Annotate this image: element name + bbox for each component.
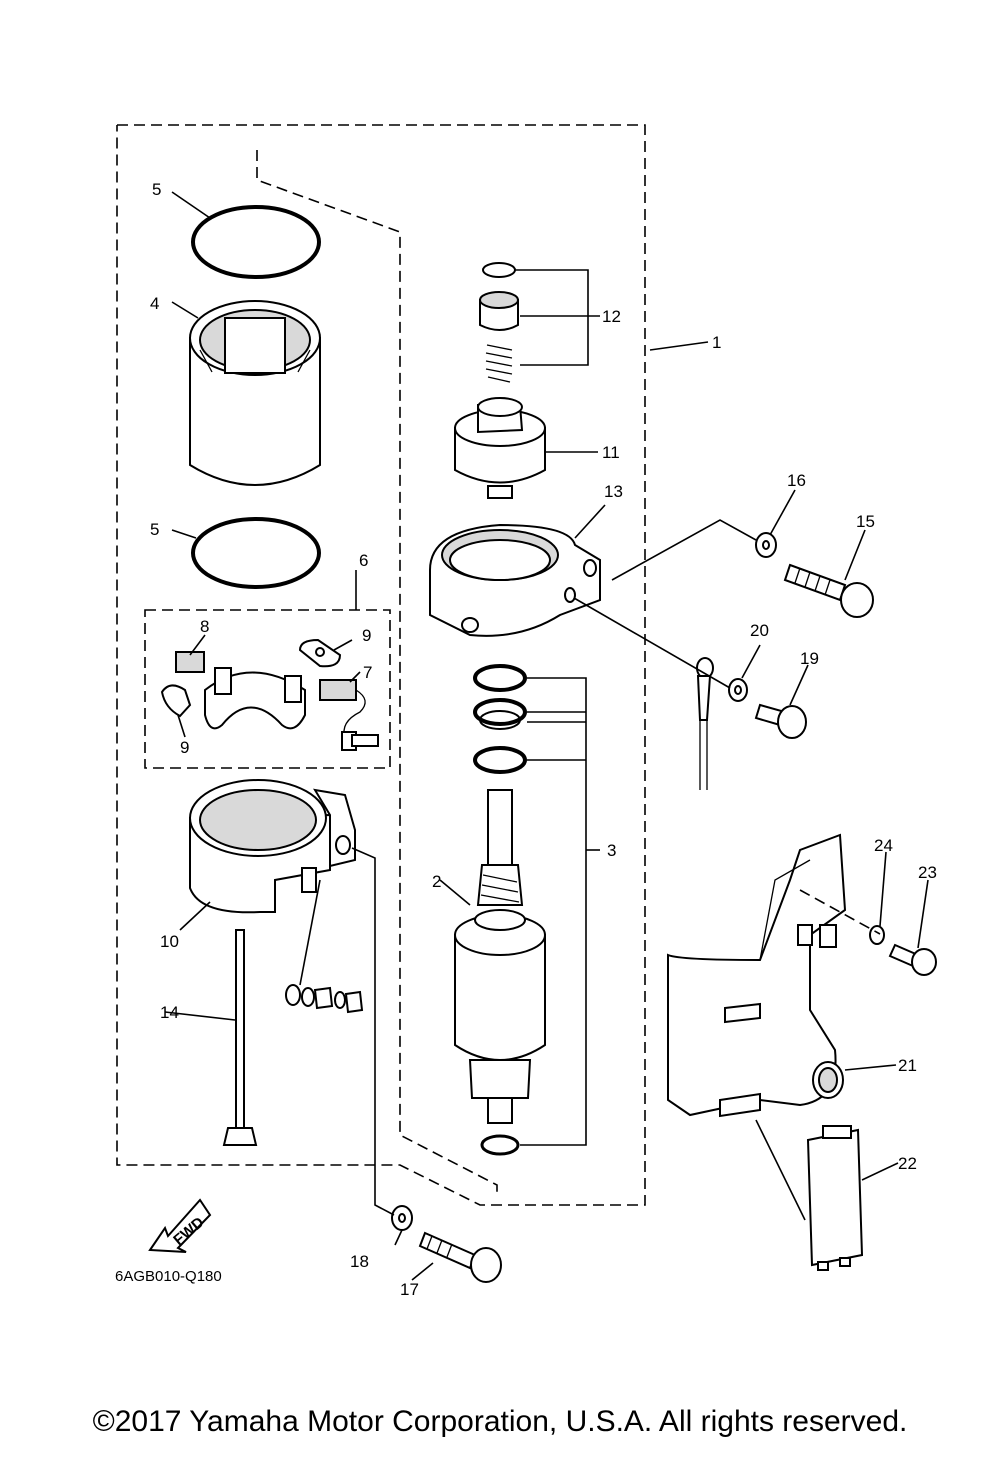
bolt-23-part bbox=[888, 943, 937, 976]
washer-18-part bbox=[391, 1205, 413, 1231]
callout-8: 8 bbox=[200, 617, 209, 636]
yoke-part bbox=[189, 300, 321, 486]
callout-9b: 9 bbox=[180, 738, 189, 757]
washer-16-part bbox=[755, 532, 777, 558]
callout-17: 17 bbox=[400, 1280, 419, 1299]
callout-21: 21 bbox=[898, 1056, 917, 1075]
pinion-clutch-part bbox=[454, 397, 546, 499]
end-cover-part bbox=[189, 779, 356, 914]
callout-7: 7 bbox=[363, 663, 372, 682]
assembly-1-boundary bbox=[116, 124, 646, 1206]
ground-lead-part bbox=[696, 657, 714, 790]
callout-3: 3 bbox=[607, 841, 616, 860]
o-ring-bottom-part bbox=[191, 517, 321, 589]
bolt-17-part bbox=[418, 1231, 502, 1283]
front-bracket-part bbox=[429, 523, 601, 637]
callout-13: 13 bbox=[604, 482, 623, 501]
starter-bracket-21-part bbox=[667, 833, 847, 1118]
callout-5a: 5 bbox=[152, 180, 161, 199]
bolt-19-part bbox=[754, 703, 807, 739]
callout-2: 2 bbox=[432, 872, 441, 891]
callout-15: 15 bbox=[856, 512, 875, 531]
inner-column-boundary bbox=[256, 150, 498, 1195]
through-bolt-part bbox=[222, 929, 258, 1146]
callout-16: 16 bbox=[787, 471, 806, 490]
group-6-brush-boundary bbox=[144, 609, 391, 769]
copyright-notice: ©2017 Yamaha Motor Corporation, U.S.A. A… bbox=[92, 1405, 908, 1438]
terminal-hardware-parts bbox=[285, 984, 364, 1014]
cover-22-part bbox=[806, 1125, 864, 1271]
callout-numbers: 1 2 3 4 5 5 6 7 8 9 9 10 11 12 13 14 15 … bbox=[150, 180, 937, 1299]
callout-4: 4 bbox=[150, 294, 159, 313]
o-ring-top-part bbox=[191, 205, 321, 279]
callout-14: 14 bbox=[160, 1003, 179, 1022]
callout-9a: 9 bbox=[362, 626, 371, 645]
pinion-stopper-set-parts bbox=[479, 262, 519, 383]
callout-23: 23 bbox=[918, 863, 937, 882]
callout-11: 11 bbox=[602, 443, 620, 462]
washer-24-part bbox=[869, 925, 885, 945]
callout-1: 1 bbox=[712, 333, 721, 352]
callout-6: 6 bbox=[359, 551, 368, 570]
callout-5b: 5 bbox=[150, 520, 159, 539]
callout-19: 19 bbox=[800, 649, 819, 668]
callout-12: 12 bbox=[602, 307, 621, 326]
mounting-bolt-15-part bbox=[783, 563, 874, 618]
armature-part bbox=[454, 789, 546, 1124]
callout-24: 24 bbox=[874, 836, 893, 855]
diagram-code: 6AGB010-Q180 bbox=[115, 1268, 222, 1285]
callout-18: 18 bbox=[350, 1252, 369, 1271]
leader-lines bbox=[164, 191, 929, 1281]
callout-10: 10 bbox=[160, 932, 179, 951]
callout-20: 20 bbox=[750, 621, 769, 640]
washer-20-part bbox=[728, 678, 748, 702]
brush-holder-parts bbox=[160, 638, 379, 751]
fwd-arrow-icon: FWD bbox=[148, 1198, 212, 1253]
washer-kit-parts bbox=[473, 664, 527, 1156]
callout-22: 22 bbox=[898, 1154, 917, 1173]
